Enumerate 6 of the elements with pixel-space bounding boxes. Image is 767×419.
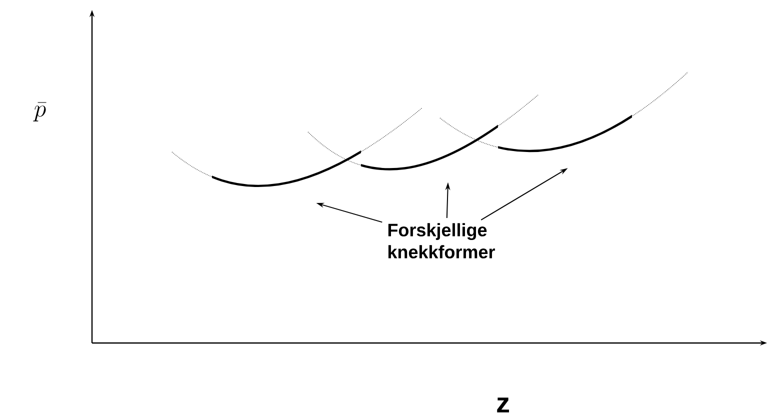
annotation-text: Forskjellige knekkformer (388, 223, 495, 258)
buckling-curve (440, 71, 688, 152)
buckling-curve (172, 107, 422, 187)
axis-label: z (497, 398, 509, 412)
axis-label: $\bar{p}$ (33, 102, 46, 122)
buckling-curve (308, 94, 538, 170)
